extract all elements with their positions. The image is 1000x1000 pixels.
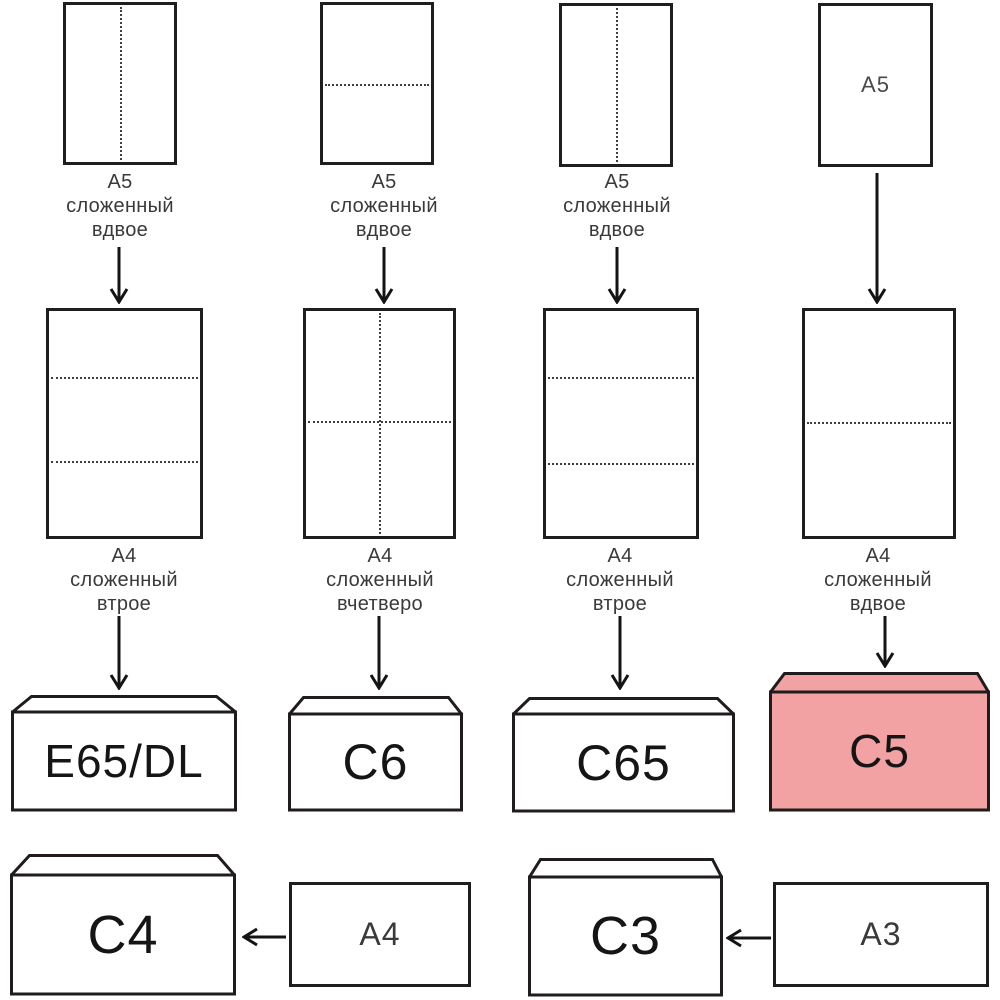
- label-line: сложенный: [70, 569, 178, 591]
- label-line: A4: [865, 545, 891, 567]
- label-line: вдвое: [849, 593, 907, 615]
- arrow-down-icon: [109, 616, 129, 690]
- fold-line-horizontal: [807, 422, 951, 424]
- label-line: втрое: [96, 593, 152, 615]
- label-line: сложенный: [326, 569, 434, 591]
- label-line: вдвое: [588, 219, 646, 241]
- sheet-a5-fold-vertical-2: [559, 3, 673, 167]
- arrow-left-icon: [242, 927, 286, 947]
- label-a5-folded-1: A5 сложенный вдвое: [10, 170, 230, 242]
- arrow-down-icon: [369, 616, 389, 690]
- envelope-name: C5: [849, 725, 910, 777]
- sheet-a5-plain: A5: [818, 3, 933, 167]
- label-line: A4: [367, 545, 393, 567]
- label-line: втрое: [592, 593, 648, 615]
- sheet-a4-fold-quarters: [303, 308, 456, 539]
- label-line: сложенный: [66, 195, 174, 217]
- label-a4-folded-3: A4 сложенный втрое: [510, 544, 730, 616]
- sheet-a4-fold-half: [802, 308, 956, 539]
- sheet-a4-source: A4: [289, 882, 471, 987]
- sheet-a5-text: A5: [861, 72, 890, 97]
- sheet-a3-source: A3: [773, 882, 989, 987]
- envelope-c5-highlighted: C5: [769, 672, 990, 812]
- fold-line-horizontal: [51, 377, 198, 379]
- fold-line-vertical: [616, 8, 618, 162]
- fold-line-horizontal: [308, 421, 451, 423]
- envelope-name: C4: [87, 904, 159, 965]
- arrow-down-icon: [607, 247, 627, 304]
- label-line: вчетверо: [337, 593, 423, 615]
- label-a4-folded-4: A4 сложенный вдвое: [768, 544, 988, 616]
- label-line: A4: [607, 545, 633, 567]
- label-line: сложенный: [330, 195, 438, 217]
- arrow-down-icon: [610, 616, 630, 690]
- label-a4-folded-2: A4 сложенный вчетверо: [270, 544, 490, 616]
- envelope-e65-dl: E65/DL: [11, 695, 237, 812]
- label-line: A5: [604, 171, 630, 193]
- arrow-down-icon: [374, 247, 394, 304]
- envelope-c3: C3: [528, 858, 723, 997]
- label-line: сложенный: [566, 569, 674, 591]
- envelope-name: E65/DL: [44, 735, 204, 787]
- label-a4-folded-1: A4 сложенный втрое: [14, 544, 234, 616]
- fold-line-horizontal: [548, 377, 694, 379]
- arrow-left-icon: [726, 928, 771, 948]
- envelope-c6: C6: [288, 696, 463, 812]
- label-line: A4: [111, 545, 137, 567]
- envelope-name: C3: [589, 906, 662, 966]
- label-line: A5: [107, 171, 133, 193]
- arrow-down-icon: [109, 247, 129, 304]
- fold-line-horizontal: [51, 461, 198, 463]
- sheet-a4-fold-thirds-1: [46, 308, 203, 539]
- envelope-c4: C4: [10, 854, 236, 996]
- sheet-a5-fold-horizontal: [320, 2, 434, 165]
- label-line: A5: [371, 171, 397, 193]
- fold-line-horizontal: [548, 463, 694, 465]
- label-line: сложенный: [824, 569, 932, 591]
- fold-line-vertical: [120, 7, 122, 160]
- fold-line-vertical: [379, 313, 381, 534]
- sheet-a5-fold-vertical-1: [63, 2, 177, 165]
- envelope-c65: C65: [512, 697, 735, 813]
- arrow-down-icon: [875, 616, 895, 668]
- fold-line-horizontal: [325, 84, 429, 86]
- label-a5-folded-3: A5 сложенный вдвое: [507, 170, 727, 242]
- label-line: вдвое: [355, 219, 413, 241]
- sheet-a4-fold-thirds-2: [543, 308, 699, 539]
- envelope-name: C6: [342, 734, 409, 790]
- sheet-a4-text: A4: [359, 916, 401, 952]
- label-line: сложенный: [563, 195, 671, 217]
- label-a5-folded-2: A5 сложенный вдвое: [274, 170, 494, 242]
- arrow-down-icon: [867, 173, 887, 304]
- label-line: вдвое: [91, 219, 149, 241]
- sheet-a3-text: A3: [860, 916, 902, 952]
- envelope-name: C65: [576, 734, 671, 791]
